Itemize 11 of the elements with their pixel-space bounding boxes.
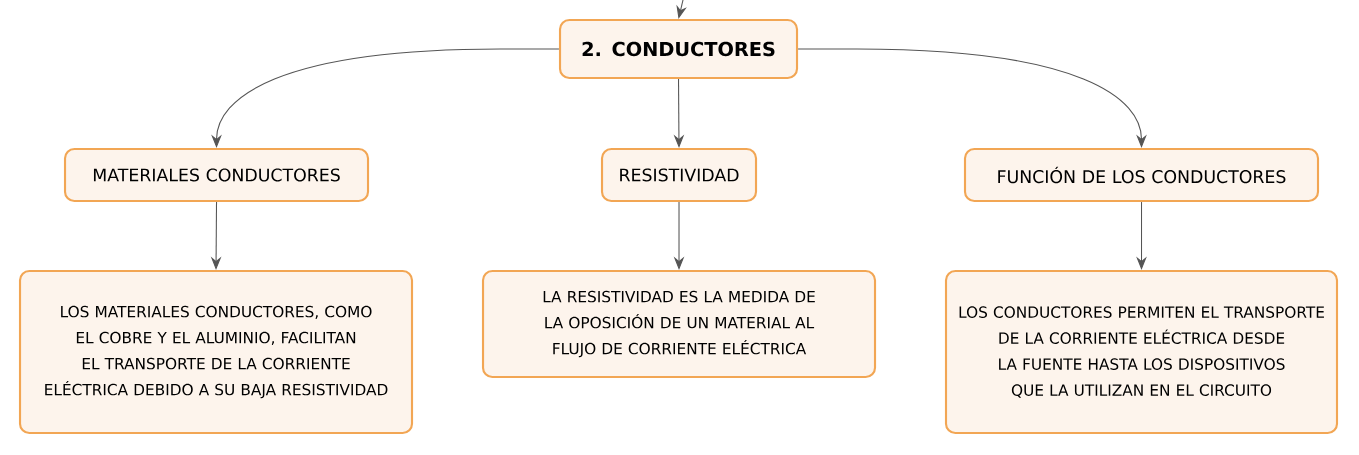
description-box: LOS CONDUCTORES PERMITEN EL TRANSPORTE DE LA CORRIENTE ELÉCTRICA DESDE LA FUENTE HASTA LOS DISPOSITIVOS QUE LA UTILIZAN EN EL CIRCUITO xyxy=(944,269,1339,435)
topic-box: RESISTIVIDAD xyxy=(600,147,758,203)
topic-box: MATERIALES CONDUCTORES xyxy=(63,147,370,203)
arrow xyxy=(797,48,1147,148)
topic-box: FUNCIÓN DE LOS CONDUCTORES xyxy=(963,147,1320,203)
arrow xyxy=(676,0,687,19)
arrow xyxy=(211,48,560,148)
description-box: LOS MATERIALES CONDUCTORES, COMO EL COBRE Y EL ALUMINIO, FACILITAN EL TRANSPORTE DE LA CORRIENTE ELÉCTRICA DEBIDO A SU BAJA RESISTIVIDAD xyxy=(18,269,414,435)
arrow xyxy=(1136,201,1147,270)
title-box: 2. CONDUCTORES xyxy=(558,18,799,80)
description-box: LA RESISTIVIDAD ES LA MEDIDA DE LA OPOSICIÓN DE UN MATERIAL AL FLUJO DE CORRIENTE ELÉCTRICA xyxy=(481,269,877,379)
